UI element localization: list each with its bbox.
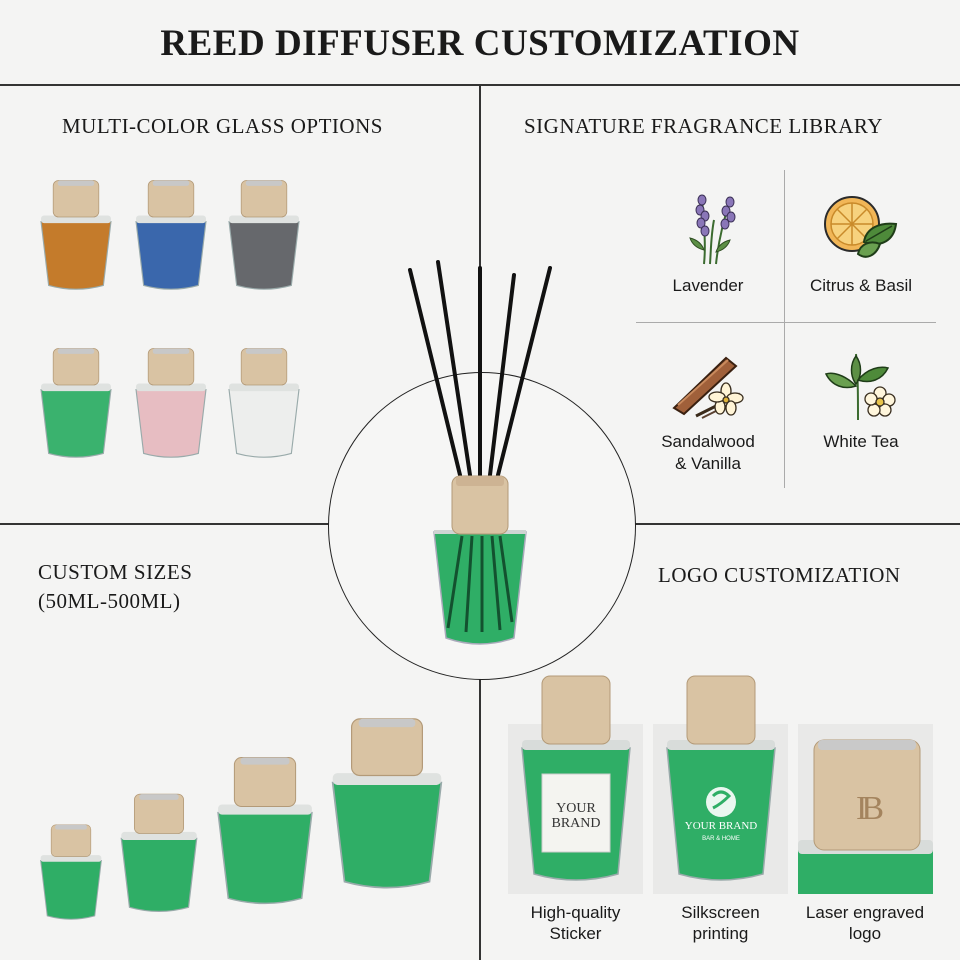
size-bottle-1: [40, 824, 102, 920]
fragrance-label-white-tea: White Tea: [823, 432, 899, 451]
sticker-brand-text: YOUR BRAND: [551, 801, 601, 831]
sandalwood-vanilla-icon: [672, 356, 744, 419]
size-bottle-4: [331, 718, 443, 889]
glass-bottle-3: [228, 180, 300, 290]
fragrance-library-title: SIGNATURE FRAGRANCE LIBRARY: [524, 114, 883, 138]
citrus-basil-icon: [824, 196, 898, 258]
size-bottle-3: [217, 757, 313, 905]
logo-customization-title: LOGO CUSTOMIZATION: [658, 563, 901, 587]
glass-bottle-2: [135, 180, 207, 290]
custom-sizes-title: CUSTOM SIZES (50ML-500ML): [38, 558, 192, 616]
logo-option-label-silkscreen: Silkscreen printing: [681, 903, 760, 943]
glass-options-title: MULTI-COLOR GLASS OPTIONS: [62, 114, 383, 138]
laser-engraved-bottle: [798, 739, 933, 894]
fragrance-grid-divider-horizontal: [636, 322, 936, 323]
silkscreen-brand-subtext: BAR & HOME: [702, 836, 740, 842]
silkscreen-brand-text: YOUR BRAND: [684, 820, 758, 832]
logo-option-label-sticker: High-quality Sticker: [530, 903, 621, 943]
fragrance-label-citrus-basil: Citrus & Basil: [809, 276, 913, 295]
divider-vertical-upper: [479, 84, 481, 374]
fragrance-label-lavender: Lavender: [672, 276, 744, 295]
laser-engraved-logo-text: IB: [856, 790, 884, 827]
divider-horizontal-right: [632, 523, 960, 525]
custom-sizes-title-line1: CUSTOM SIZES: [38, 560, 193, 584]
white-tea-icon: [824, 353, 896, 421]
size-bottle-2: [120, 793, 198, 913]
glass-bottle-4: [40, 348, 112, 458]
silkscreen-bottle: [666, 675, 776, 881]
sticker-bottle: [521, 675, 631, 881]
logo-option-label-laser: Laser engraved logo: [805, 903, 925, 943]
lavender-icon: [689, 194, 736, 265]
page-title: REED DIFFUSER CUSTOMIZATION: [160, 23, 800, 64]
fragrance-label-sandalwood-vanilla: Sandalwood & Vanilla: [661, 432, 755, 473]
glass-bottle-1: [40, 180, 112, 290]
fragrance-grid-divider-vertical: [784, 170, 785, 488]
glass-bottle-5: [135, 348, 207, 458]
custom-sizes-title-line2: (50ML-500ML): [38, 589, 181, 613]
divider-horizontal-left: [0, 523, 330, 525]
glass-bottle-6: [228, 348, 300, 458]
center-reed-diffuser: [408, 260, 552, 645]
divider-vertical-lower: [479, 676, 481, 960]
